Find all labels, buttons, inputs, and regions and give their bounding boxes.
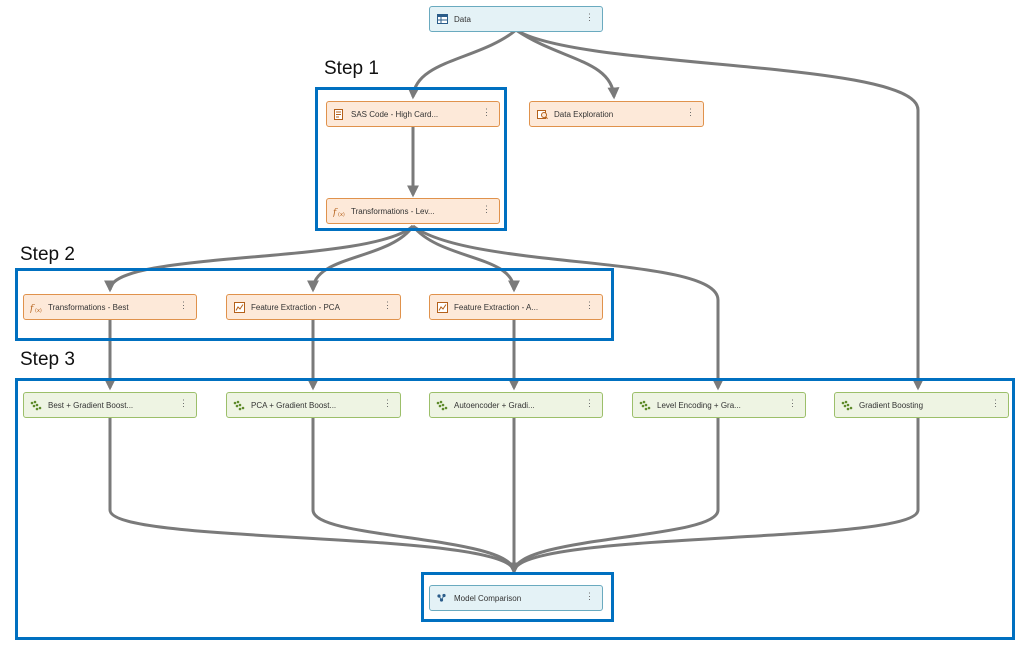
boosting-icon [639,399,651,411]
node-transformations-best[interactable]: f(x) Transformations - Best ⋮ [23,294,197,320]
node-feature-extraction-pca[interactable]: Feature Extraction - PCA ⋮ [226,294,401,320]
edge-lev-to-level-gb [412,224,724,391]
node-data[interactable]: Data ⋮ [429,6,603,32]
chart-icon [436,301,448,313]
function-icon: f(x) [333,205,345,217]
svg-text:(x): (x) [35,308,42,313]
model-comparison-highlight [421,572,614,622]
node-menu-icon[interactable]: ⋮ [482,204,491,214]
node-data-exploration[interactable]: Data Exploration ⋮ [529,101,704,127]
node-menu-icon[interactable]: ⋮ [991,398,1000,408]
step-3-group [15,378,1015,640]
node-menu-icon[interactable]: ⋮ [585,300,594,310]
function-icon: f(x) [30,301,42,313]
chart-icon [233,301,245,313]
step-2-group [15,268,614,341]
node-menu-icon[interactable]: ⋮ [585,591,594,601]
node-label: Model Comparison [454,593,522,603]
edge-gradient-boosting-to-comparison [508,418,920,575]
edge-data-to-gradient-boosting [515,28,924,391]
node-label: Data [454,14,471,24]
node-menu-icon[interactable]: ⋮ [686,107,695,117]
node-label: Transformations - Lev... [351,206,435,216]
node-label: Data Exploration [554,109,614,119]
node-model-comparison[interactable]: Model Comparison ⋮ [429,585,603,611]
node-autoencoder-gradient[interactable]: Autoencoder + Gradi... ⋮ [429,392,603,418]
edge-best-gb-to-comparison [108,418,520,575]
node-best-gradient-boost[interactable]: Best + Gradient Boost... ⋮ [23,392,197,418]
node-level-encoding-gradient[interactable]: Level Encoding + Gra... ⋮ [632,392,806,418]
boosting-icon [30,399,42,411]
edge-pca-gb-to-comparison [311,418,520,575]
node-menu-icon[interactable]: ⋮ [788,398,797,408]
step-1-label: Step 1 [324,58,379,79]
edge-level-gb-to-comparison [508,418,720,575]
edge-data-to-data-exploration [515,28,620,100]
table-icon [436,13,448,25]
node-label: Feature Extraction - PCA [251,302,340,312]
boosting-icon [436,399,448,411]
node-gradient-boosting[interactable]: Gradient Boosting ⋮ [834,392,1009,418]
node-menu-icon[interactable]: ⋮ [585,398,594,408]
node-menu-icon[interactable]: ⋮ [585,12,594,22]
edge-lev-to-feature-a [411,225,520,293]
edge-lev-to-feature-pca [307,225,415,293]
node-label: Feature Extraction - A... [454,302,539,312]
step-1-group [315,87,507,231]
node-label: Best + Gradient Boost... [48,400,134,410]
svg-text:(x): (x) [338,212,345,217]
node-feature-extraction-a[interactable]: Feature Extraction - A... ⋮ [429,294,603,320]
step-2-label: Step 2 [20,244,75,265]
node-transformations-lev[interactable]: f(x) Transformations - Lev... ⋮ [326,198,500,224]
step-3-label: Step 3 [20,349,75,370]
node-menu-icon[interactable]: ⋮ [482,107,491,117]
explore-icon [536,108,548,120]
node-label: SAS Code - High Card... [351,109,439,119]
boosting-icon [233,399,245,411]
node-label: PCA + Gradient Boost... [251,400,337,410]
svg-text:f: f [30,304,35,313]
node-sas-code[interactable]: SAS Code - High Card... ⋮ [326,101,500,127]
node-menu-icon[interactable]: ⋮ [179,300,188,310]
edge-data-to-sas-code [407,28,517,100]
node-label: Level Encoding + Gra... [657,400,741,410]
node-menu-icon[interactable]: ⋮ [383,398,392,408]
node-menu-icon[interactable]: ⋮ [383,300,392,310]
node-pca-gradient-boost[interactable]: PCA + Gradient Boost... ⋮ [226,392,401,418]
edge-lev-to-transformations-best [104,224,415,293]
node-label: Autoencoder + Gradi... [454,400,535,410]
code-icon [333,108,345,120]
trophy-icon [436,592,448,604]
svg-text:f: f [333,208,338,217]
node-menu-icon[interactable]: ⋮ [179,398,188,408]
boosting-icon [841,399,853,411]
node-label: Transformations - Best [48,302,129,312]
node-label: Gradient Boosting [859,400,924,410]
